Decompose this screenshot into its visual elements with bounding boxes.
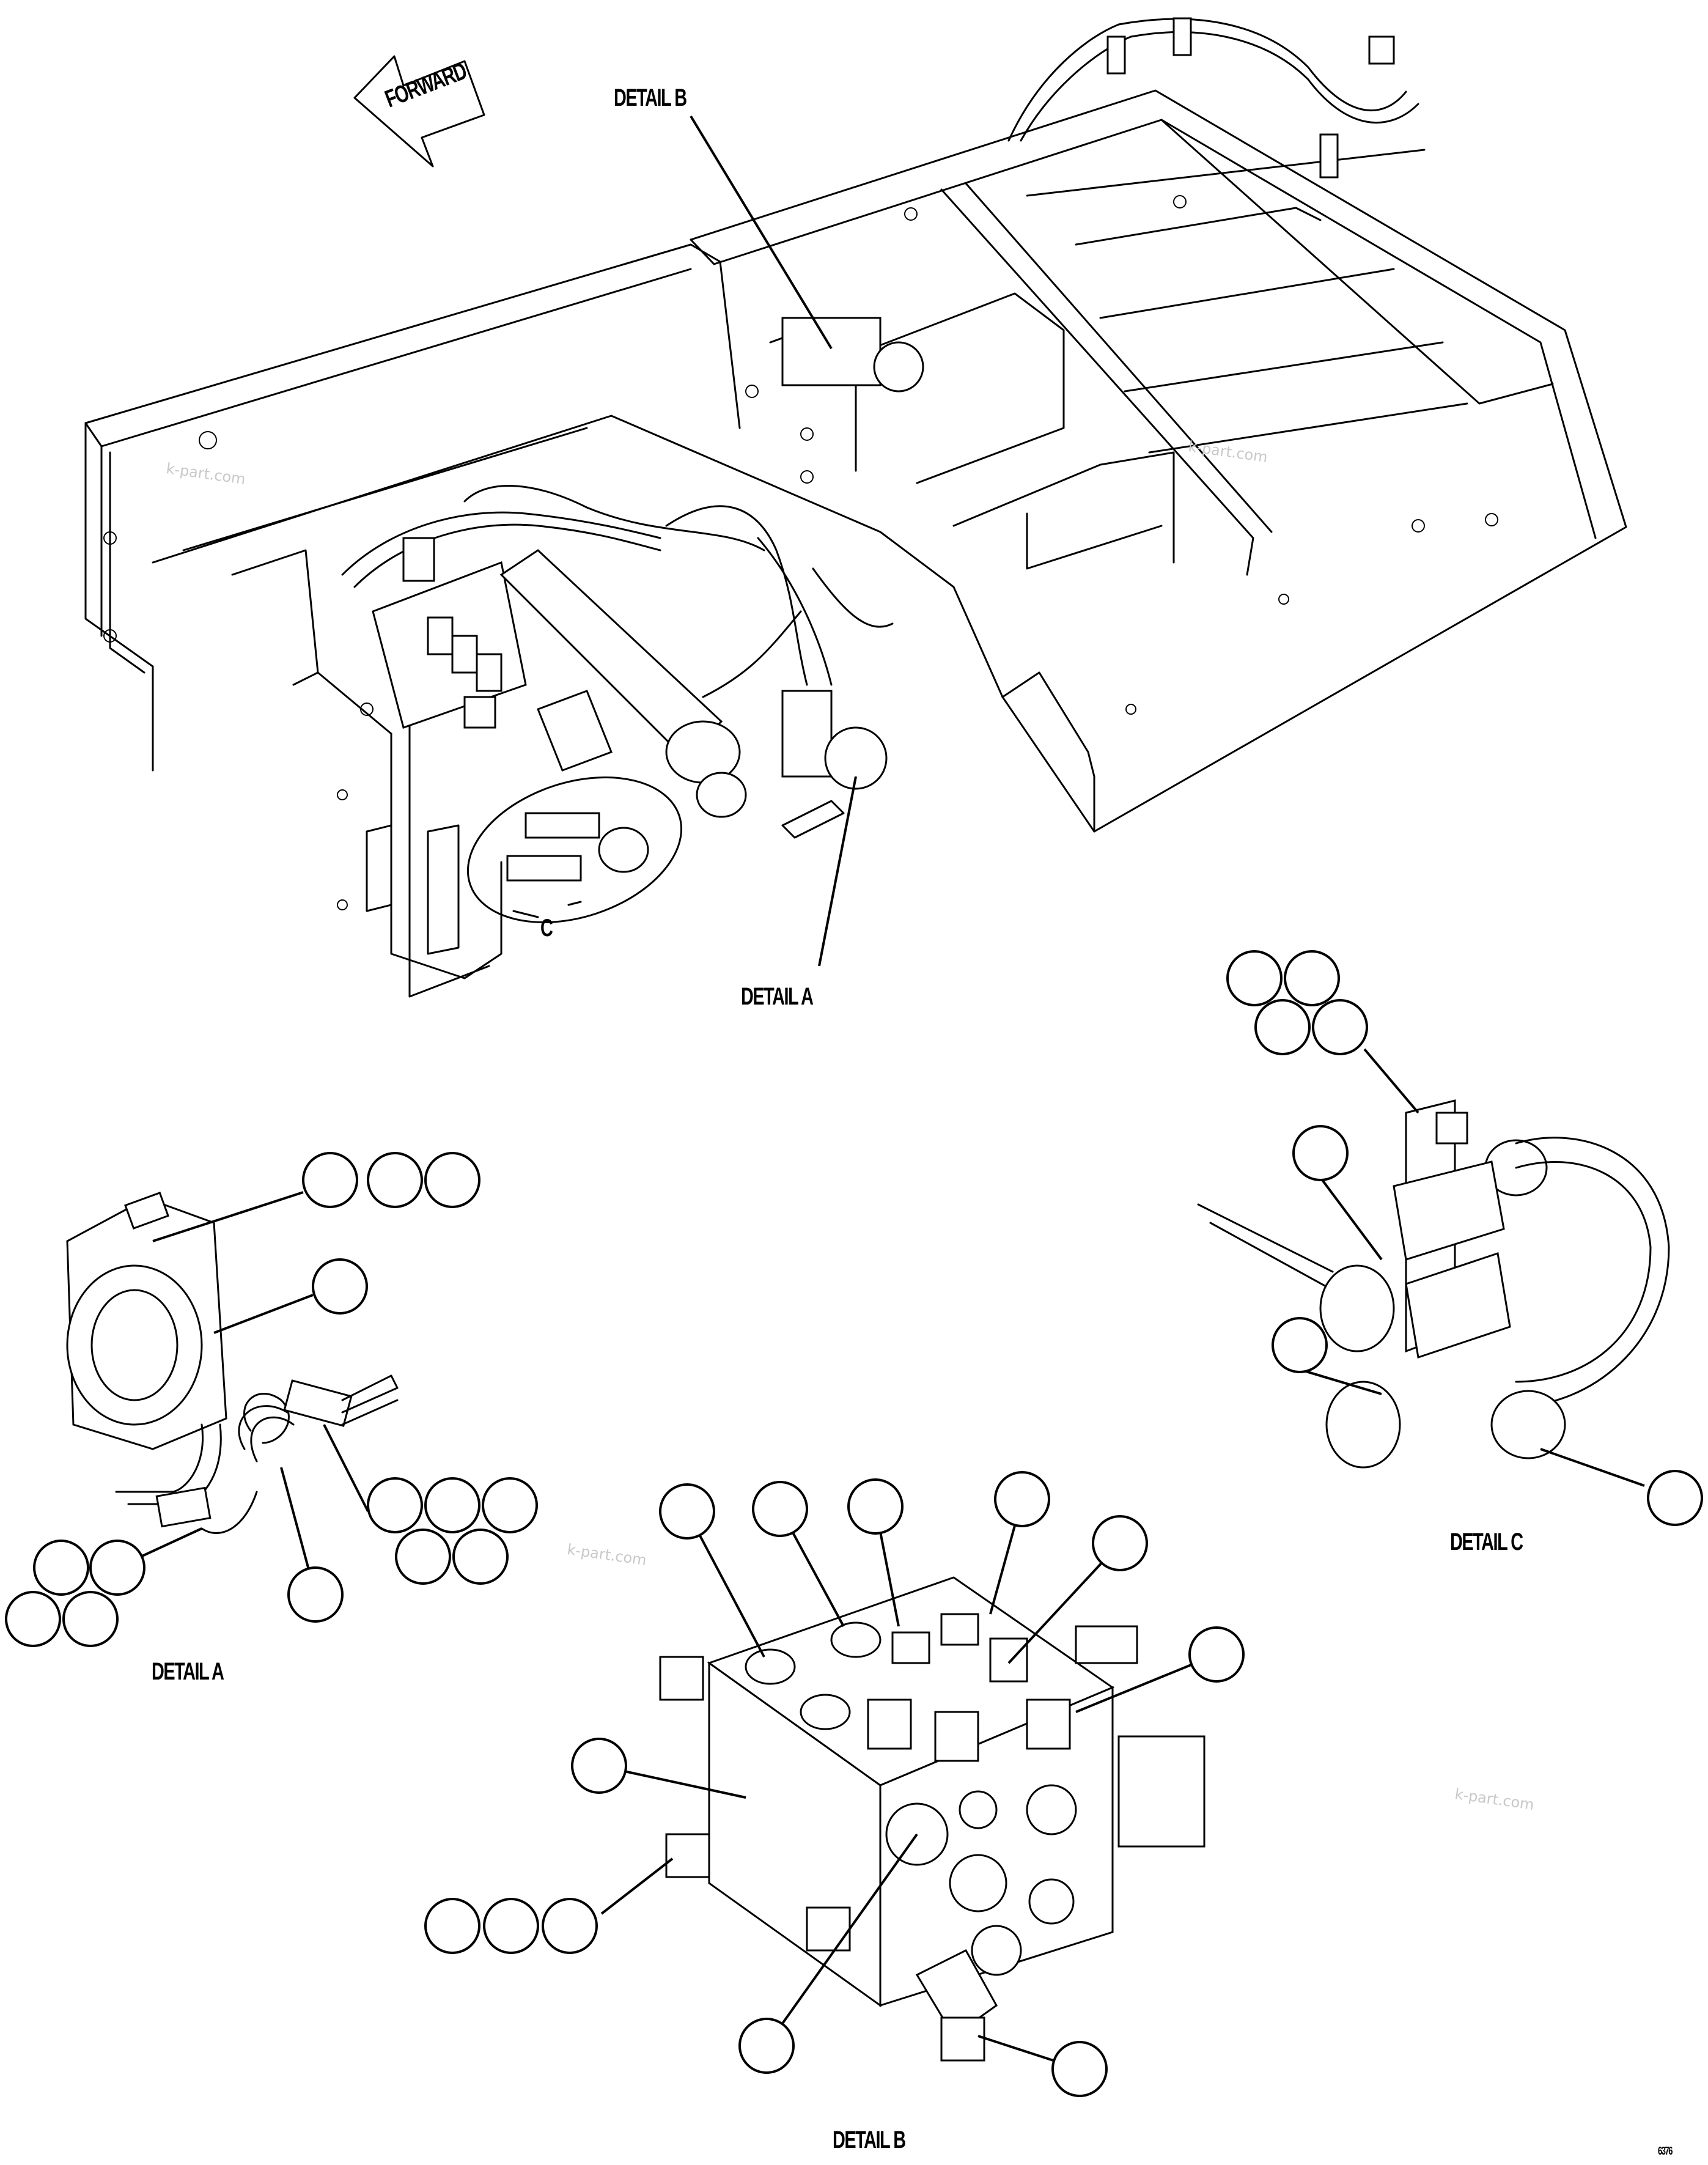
detail-b-callout-label: DETAIL B — [614, 84, 687, 111]
detail-c-callout-label: C — [540, 915, 553, 942]
balloon — [483, 1898, 539, 1954]
balloon — [738, 2018, 795, 2074]
balloon — [33, 1540, 89, 1596]
balloon — [1226, 950, 1283, 1006]
balloon — [312, 1258, 368, 1315]
balloon — [994, 1471, 1050, 1527]
balloon — [571, 1738, 627, 1794]
balloon — [452, 1529, 509, 1585]
balloon — [659, 1483, 715, 1540]
balloon — [89, 1540, 145, 1596]
detail-b-title: DETAIL B — [833, 2126, 906, 2153]
detail-a-title: DETAIL A — [152, 1658, 224, 1685]
forward-arrow — [353, 55, 485, 168]
balloon — [424, 1898, 480, 1954]
balloon — [287, 1566, 344, 1623]
balloon — [62, 1591, 119, 1647]
balloon — [1292, 1125, 1349, 1181]
detail-a-callout-label: DETAIL A — [741, 983, 814, 1010]
frame-assembly — [84, 89, 1627, 998]
detail-b-drawing — [659, 1576, 1206, 2062]
detail-c-drawing — [1197, 1099, 1670, 1469]
balloon — [1254, 999, 1311, 1055]
balloon — [1051, 2041, 1108, 2097]
balloon — [5, 1591, 61, 1647]
balloon — [1092, 1515, 1148, 1571]
balloon — [847, 1478, 904, 1535]
balloon — [1284, 950, 1340, 1006]
hydraulic-components — [341, 17, 1419, 923]
balloon — [482, 1477, 538, 1533]
detail-a-drawing — [66, 1192, 399, 1534]
balloon — [752, 1481, 808, 1537]
figure-number: 6376 — [1658, 2145, 1673, 2157]
balloon — [367, 1477, 423, 1533]
balloon — [542, 1898, 598, 1954]
balloon — [1647, 1470, 1703, 1526]
balloon — [302, 1152, 358, 1208]
balloon — [367, 1152, 423, 1208]
balloon — [1312, 999, 1368, 1055]
balloon — [424, 1477, 480, 1533]
balloon — [424, 1152, 480, 1208]
detail-c-title: DETAIL C — [1450, 1529, 1523, 1555]
balloon — [1188, 1626, 1245, 1683]
balloon — [1272, 1317, 1328, 1373]
balloon — [395, 1529, 451, 1585]
